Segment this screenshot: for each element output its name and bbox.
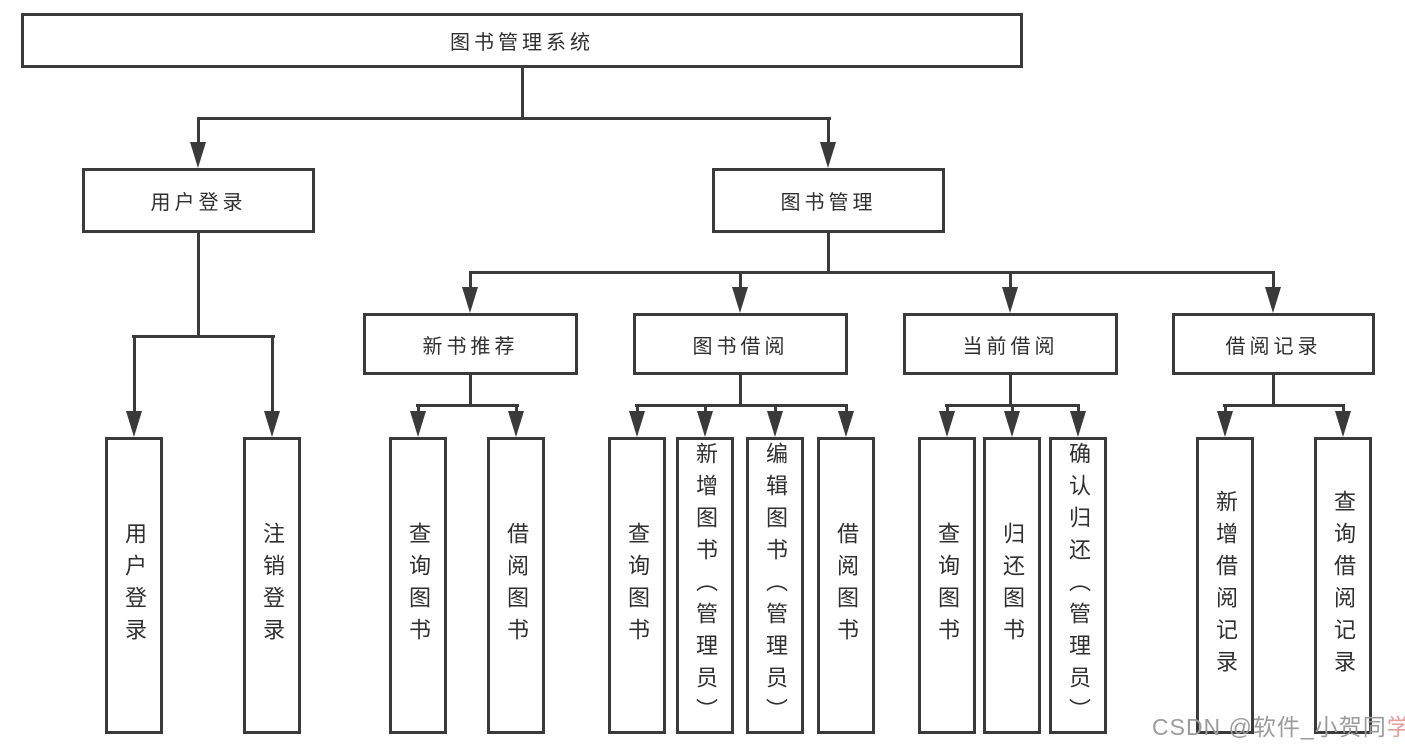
- connector: [845, 404, 848, 414]
- arrowhead: [1265, 287, 1281, 313]
- connector: [1011, 404, 1014, 414]
- node-new-book-recommend-label: 新书推荐: [422, 335, 519, 358]
- leaf-query-borrow-record: 查询借阅记录: [1314, 437, 1372, 734]
- leaf-query-books-borrow: 查询图书: [608, 437, 666, 734]
- leaf-borrow-books-label: 借阅图书: [834, 521, 859, 650]
- connector: [774, 404, 777, 414]
- node-borrow-records: 借阅记录: [1172, 313, 1375, 375]
- arrowhead: [767, 411, 783, 437]
- connector: [197, 232, 200, 336]
- connector: [1224, 404, 1227, 414]
- node-book-management-label: 图书管理: [780, 192, 877, 214]
- node-root: 图书管理系统: [21, 13, 1023, 68]
- watermark-text: CSDN @软件_小贺同: [1152, 714, 1387, 740]
- connector: [132, 335, 275, 338]
- arrowhead: [732, 287, 748, 313]
- leaf-query-books-recommend-label: 查询图书: [406, 521, 431, 650]
- connector: [636, 404, 639, 414]
- arrowhead: [939, 411, 955, 437]
- leaf-borrow-books-recommend: 借阅图书: [487, 437, 545, 734]
- connector: [469, 271, 1275, 274]
- arrowhead: [462, 287, 478, 313]
- leaf-user-login-label: 用户登录: [122, 521, 147, 650]
- connector: [197, 117, 831, 120]
- connector: [515, 404, 518, 414]
- connector: [1272, 374, 1275, 406]
- node-book-borrow: 图书借阅: [633, 313, 848, 375]
- leaf-logout-label: 注销登录: [260, 521, 285, 650]
- leaf-query-books-borrow-label: 查询图书: [625, 521, 650, 650]
- connector: [1223, 404, 1345, 407]
- connector: [469, 374, 472, 406]
- node-current-borrow: 当前借阅: [903, 313, 1118, 375]
- leaf-query-books-current: 查询图书: [918, 437, 976, 734]
- connector: [1077, 404, 1080, 414]
- arrowhead: [126, 411, 142, 437]
- arrowhead: [264, 411, 280, 437]
- arrowhead: [1002, 287, 1018, 313]
- leaf-edit-books-admin: 编辑图书（管理员）: [746, 437, 804, 734]
- watermark-text-last: 学: [1386, 714, 1405, 740]
- leaf-logout: 注销登录: [243, 437, 301, 734]
- arrowhead: [820, 142, 836, 168]
- leaf-add-borrow-record-label: 新增借阅记录: [1213, 489, 1238, 682]
- arrowhead: [1070, 411, 1086, 437]
- leaf-return-books: 归还图书: [983, 437, 1041, 734]
- connector: [271, 335, 274, 414]
- leaf-query-borrow-record-label: 查询借阅记录: [1331, 489, 1356, 682]
- leaf-add-borrow-record: 新增借阅记录: [1196, 437, 1254, 734]
- connector: [133, 335, 136, 414]
- leaf-confirm-return-admin-label: 确认归还（管理员）: [1066, 441, 1091, 730]
- node-current-borrow-label: 当前借阅: [962, 335, 1059, 358]
- watermark: CSDN @软件_小贺同学: [1152, 708, 1405, 742]
- connector: [739, 271, 742, 290]
- connector: [739, 374, 742, 406]
- connector: [946, 404, 949, 414]
- leaf-confirm-return-admin: 确认归还（管理员）: [1049, 437, 1107, 734]
- node-borrow-records-label: 借阅记录: [1225, 335, 1322, 358]
- connector: [1272, 271, 1275, 290]
- leaf-query-books-recommend: 查询图书: [389, 437, 447, 734]
- arrowhead: [508, 411, 524, 437]
- connector: [1009, 374, 1012, 406]
- node-book-borrow-label: 图书借阅: [692, 335, 789, 358]
- arrowhead: [1004, 411, 1020, 437]
- node-book-management: 图书管理: [712, 168, 945, 233]
- arrowhead: [190, 142, 206, 168]
- connector: [704, 404, 707, 414]
- arrowhead: [410, 411, 426, 437]
- node-user-login: 用户登录: [82, 168, 315, 233]
- arrowhead: [629, 411, 645, 437]
- leaf-borrow-books: 借阅图书: [817, 437, 875, 734]
- node-root-label: 图书管理系统: [450, 32, 594, 54]
- arrowhead: [1217, 411, 1233, 437]
- leaf-add-books-admin: 新增图书（管理员）: [676, 437, 734, 734]
- arrowhead: [838, 411, 854, 437]
- arrowhead: [697, 411, 713, 437]
- connector: [1009, 271, 1012, 290]
- leaf-borrow-books-recommend-label: 借阅图书: [504, 521, 529, 650]
- leaf-query-books-current-label: 查询图书: [935, 521, 960, 650]
- leaf-add-books-admin-label: 新增图书（管理员）: [693, 441, 718, 730]
- connector: [469, 271, 472, 290]
- node-user-login-label: 用户登录: [150, 192, 247, 214]
- leaf-edit-books-admin-label: 编辑图书（管理员）: [763, 441, 788, 730]
- connector: [635, 404, 848, 407]
- arrowhead: [1335, 411, 1351, 437]
- connector: [827, 232, 830, 274]
- connector: [1342, 404, 1345, 414]
- connector: [521, 68, 524, 118]
- leaf-user-login: 用户登录: [105, 437, 163, 734]
- connector: [197, 117, 200, 146]
- connector: [827, 117, 830, 146]
- connector: [417, 404, 420, 414]
- node-new-book-recommend: 新书推荐: [363, 313, 578, 375]
- connector: [416, 404, 519, 407]
- leaf-return-books-label: 归还图书: [1000, 521, 1025, 650]
